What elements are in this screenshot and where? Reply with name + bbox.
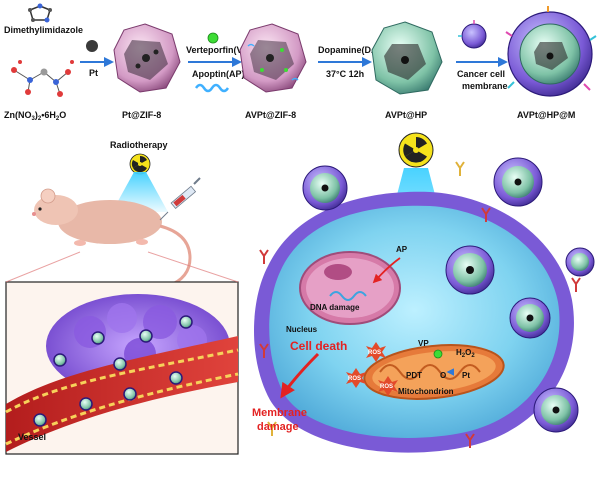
membrane-damage-arrow (280, 352, 320, 399)
nanoparticle-outer-3 (533, 387, 579, 433)
step2-bottom-label: Apoptin(AP) (192, 69, 244, 79)
nanoparticle-outer-1 (302, 165, 348, 211)
syringe-icon (159, 177, 201, 221)
blood-vessel (6, 336, 238, 452)
cell-nanoparticles (302, 157, 595, 433)
step3-bottom-label: 37°C 12h (326, 69, 364, 79)
verteporfin-icon (207, 32, 219, 44)
product-avpt-hp-m: AVPt@HP@M (517, 110, 575, 120)
nanoparticle-inner-2 (509, 297, 551, 339)
membrane-receptors (259, 161, 581, 448)
reagent-dimethylimidazole: Dimethylimidazole (4, 25, 83, 35)
pt-nanoparticle-icon (86, 40, 98, 52)
nanoparticle-inner-1 (445, 245, 495, 295)
ros-burst-2: ROS (346, 368, 366, 388)
vessel-inset-panel: Vessel (5, 251, 239, 455)
cell-death-label: Cell death (290, 339, 347, 353)
synthesis-row: Dimethylimidazole Zn(NO3)2•6H2O Pt (4, 3, 597, 122)
product-avpt-hp: AVPt@HP (385, 110, 427, 120)
ap-arrow (372, 257, 401, 284)
zoom-connector (5, 251, 239, 283)
cancer-cell: DNA damage Nucleus AP Mitochondrion VP H… (252, 157, 595, 453)
vessel-nanoparticles (33, 315, 193, 427)
vp-molecule-icon (433, 349, 443, 359)
nucleus-label: Nucleus (286, 325, 318, 334)
avpt-hp-m-particle-icon (505, 6, 597, 97)
zinc-nitrate-molecule-icon (11, 60, 74, 97)
nanoparticle-outer-4 (565, 247, 595, 277)
ap-label: AP (396, 245, 408, 254)
reagent-zinc-nitrate: Zn(NO3)2•6H2O (4, 110, 66, 122)
ros-label-3: ROS (380, 384, 393, 390)
nucleus (299, 251, 401, 325)
pt-zif8-particle-icon (113, 23, 181, 93)
dimethylimidazole-molecule-icon (28, 3, 52, 23)
radiotherapy-label: Radiotherapy (110, 140, 168, 150)
vessel-label: Vessel (18, 432, 46, 442)
ros-label-1: ROS (368, 350, 381, 356)
apoptin-wave-icon (194, 83, 230, 93)
mouse-illustration (32, 188, 192, 288)
cancer-cell-membrane-icon (458, 20, 487, 49)
o-label: O (440, 371, 446, 380)
mitochondrion-label: Mitochondrion (398, 387, 454, 396)
ros-burst-3: ROS (378, 376, 398, 396)
pt-label: Pt (462, 371, 470, 380)
step4-bottom-label: membrane (462, 81, 508, 91)
ros-bursts: ROS ROS ROS (346, 342, 398, 396)
dna-damage-label: DNA damage (310, 303, 360, 312)
ros-burst-1: ROS (366, 342, 386, 362)
step1-label: Pt (89, 68, 98, 78)
vp-label: VP (418, 339, 429, 348)
radiation-symbol-small-icon (129, 153, 151, 175)
h2o2-label: H2O2 (456, 348, 475, 359)
mitochondrion (363, 344, 505, 400)
avpt-zif8-particle-icon (239, 23, 307, 93)
membrane-damage-label-1: Membrane (252, 407, 307, 419)
product-avpt-zif8: AVPt@ZIF-8 (245, 110, 296, 120)
step4-top-label: Cancer cell (457, 69, 505, 79)
nanoparticle-outer-2 (493, 157, 543, 207)
ros-label-2: ROS (348, 376, 361, 382)
in-vivo-panel: Radiotherapy (32, 140, 201, 288)
membrane-damage-label-2: damage (257, 421, 299, 433)
product-pt-zif8: Pt@ZIF-8 (122, 110, 161, 120)
avpt-hp-particle-icon (371, 21, 443, 95)
pdt-label: PDT (406, 371, 422, 380)
step3-top-label: Dopamine(DA) (318, 45, 381, 55)
step2-top-label: Verteporfin(VP) (186, 45, 252, 55)
radiation-symbol-large-icon (398, 132, 434, 168)
